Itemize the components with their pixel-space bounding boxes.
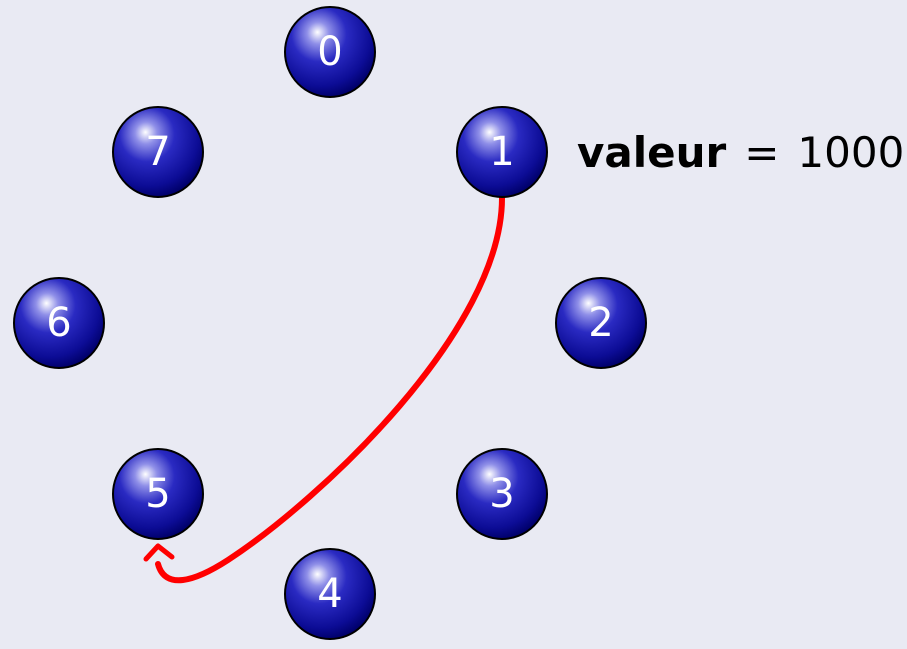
value-name: valeur bbox=[577, 128, 727, 177]
node-2: 2 bbox=[555, 277, 647, 369]
node-label: 6 bbox=[46, 300, 71, 346]
node-ball bbox=[284, 6, 376, 98]
value-label: valeur = 1000 bbox=[577, 128, 904, 177]
node-ball bbox=[456, 448, 548, 540]
node-1: 1 bbox=[456, 106, 548, 198]
node-label: 4 bbox=[317, 571, 342, 617]
value-operator: = bbox=[744, 128, 779, 177]
node-3: 3 bbox=[456, 448, 548, 540]
value-number: 1000 bbox=[797, 128, 904, 177]
arrow-curve bbox=[155, 195, 505, 584]
node-label: 7 bbox=[145, 129, 170, 175]
node-label: 2 bbox=[588, 300, 613, 346]
arrow-head bbox=[143, 543, 175, 562]
node-7: 7 bbox=[112, 106, 204, 198]
node-5: 5 bbox=[112, 448, 204, 540]
node-ball bbox=[284, 548, 376, 640]
node-0: 0 bbox=[284, 6, 376, 98]
node-label: 3 bbox=[489, 471, 514, 517]
node-label: 5 bbox=[145, 471, 170, 517]
node-ball bbox=[112, 106, 204, 198]
node-label: 1 bbox=[489, 129, 514, 175]
arrow-1-to-5 bbox=[143, 195, 505, 584]
node-ball bbox=[555, 277, 647, 369]
node-4: 4 bbox=[284, 548, 376, 640]
node-ball bbox=[112, 448, 204, 540]
node-label: 0 bbox=[317, 29, 342, 75]
node-ball bbox=[456, 106, 548, 198]
node-ball bbox=[13, 277, 105, 369]
node-6: 6 bbox=[13, 277, 105, 369]
